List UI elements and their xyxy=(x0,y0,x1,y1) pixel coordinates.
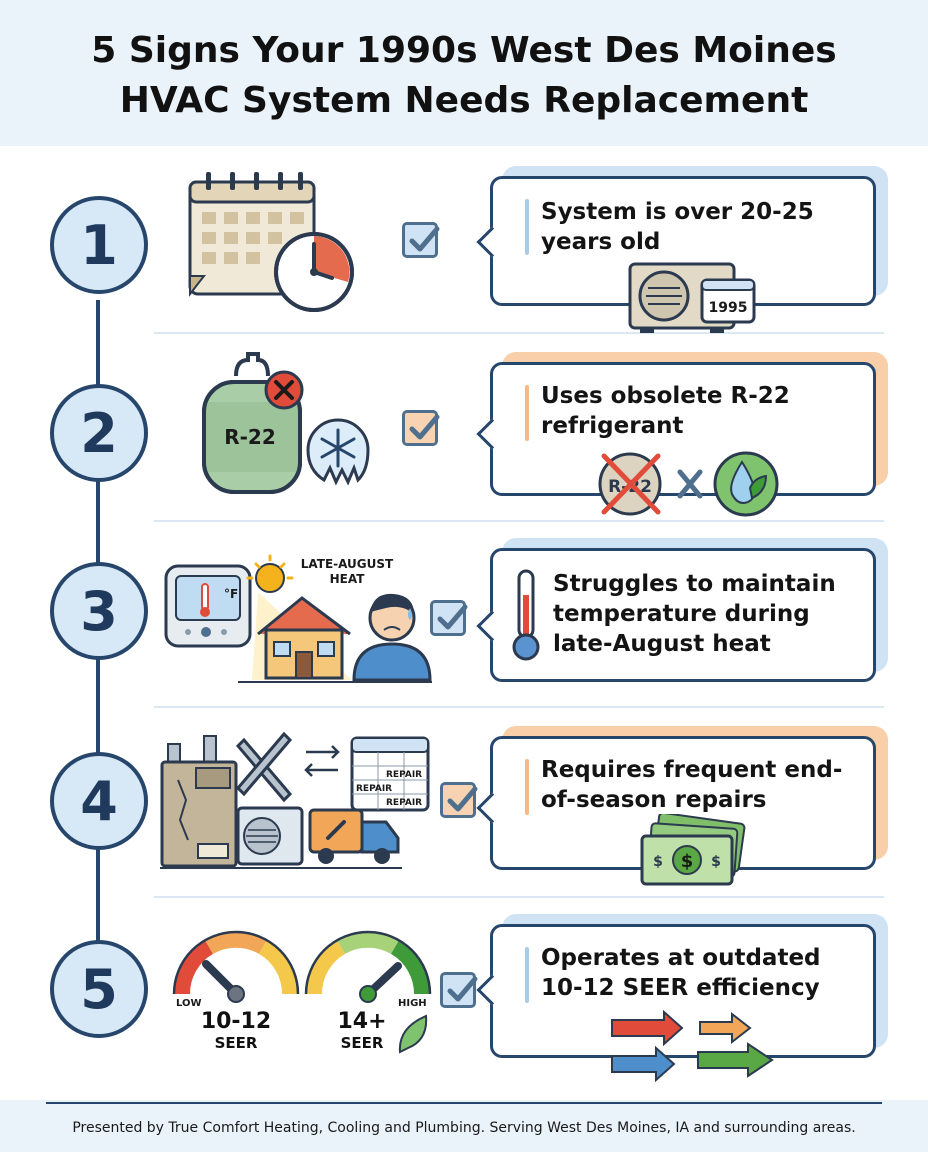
sign-card-3: Struggles to maintain temperature during… xyxy=(476,538,888,682)
r22-tank-icon: R-22 xyxy=(202,352,302,494)
repair-label: REPAIR xyxy=(356,784,392,794)
sign-card-2: Uses obsolete R-22 refrigerant xyxy=(476,352,888,496)
repairs-illustration: REPAIR REPAIR REPAIR xyxy=(160,731,430,869)
money-symbol: $ xyxy=(711,854,721,870)
sign-number-2: 2 xyxy=(50,384,148,482)
eco-water-drop-icon xyxy=(713,451,779,517)
footer-divider xyxy=(46,1102,882,1104)
repair-calendar-icon: REPAIR REPAIR REPAIR xyxy=(350,736,430,812)
checkmark-icon xyxy=(447,786,478,812)
ac-unit-icon xyxy=(236,806,304,866)
thermostat-unit: °F xyxy=(224,587,238,601)
efficiency-arrows-illustration xyxy=(611,1010,774,1082)
heat-house-illustration: °F LATE-AUGUST HEAT xyxy=(164,554,432,683)
heat-label-1: LATE-AUGUST xyxy=(301,557,394,571)
gauge-low-label: LOW xyxy=(176,998,202,1009)
checkmark-icon xyxy=(409,414,440,440)
card-body: Requires frequent end-of-season repairs xyxy=(476,736,876,870)
high-efficiency-gauge-icon: HIGH 14+ SEER xyxy=(304,930,432,1054)
calendar-icon xyxy=(188,172,316,297)
heat-label-2: HEAT xyxy=(330,572,366,586)
repair-label: REPAIR xyxy=(386,798,422,808)
row-separator xyxy=(154,520,884,522)
snowflake-icon xyxy=(306,418,370,486)
leaf-icon xyxy=(398,1014,428,1054)
old-ac-unit-illustration: 1995 xyxy=(628,262,756,333)
card-body: Operates at outdated 10-12 SEER efficien… xyxy=(476,924,876,1058)
old-seer-unit: SEER xyxy=(215,1034,258,1052)
sign-text-4: Requires frequent end-of-season repairs xyxy=(541,757,843,813)
cross-icon xyxy=(677,469,703,499)
row-separator xyxy=(154,332,884,334)
checkbox-checked[interactable] xyxy=(440,782,478,818)
card-tail xyxy=(476,610,508,642)
clock-icon xyxy=(274,232,354,312)
header-band xyxy=(0,0,928,146)
money-symbol: $ xyxy=(681,851,694,872)
sign-card-5: Operates at outdated 10-12 SEER efficien… xyxy=(476,914,888,1058)
footer-credit: Presented by True Comfort Heating, Cooli… xyxy=(72,1120,856,1136)
checkmark-icon xyxy=(447,976,478,1002)
sign-number-5: 5 xyxy=(50,940,148,1038)
sign-number-4: 4 xyxy=(50,752,148,850)
sign-text-1: System is over 20-25 years old xyxy=(541,199,814,255)
money-symbol: $ xyxy=(653,854,663,870)
thermostat-icon: °F xyxy=(164,564,252,648)
checkbox-checked[interactable] xyxy=(402,410,440,446)
sign-text-3: Struggles to maintain temperature during… xyxy=(553,571,836,657)
red-arrow-icon xyxy=(611,1010,684,1047)
sign-number-1: 1 xyxy=(50,196,148,294)
money-icon: $ $ $ xyxy=(640,814,746,886)
new-seer-value: 14+ xyxy=(337,1009,386,1034)
tank-label: R-22 xyxy=(224,425,276,449)
checkbox-checked[interactable] xyxy=(440,972,478,1008)
row-separator xyxy=(154,896,884,898)
cash-stack-illustration: $ $ $ xyxy=(640,814,746,886)
sign-text-2: Uses obsolete R-22 refrigerant xyxy=(541,383,790,439)
sign-number-3: 3 xyxy=(50,562,148,660)
refrigerant-tank-illustration: R-22 xyxy=(202,352,370,494)
title-line-1: 5 Signs Your 1990s West Des Moines xyxy=(91,30,837,71)
repair-label: REPAIR xyxy=(386,770,422,780)
card-accent-bar xyxy=(525,759,529,815)
prohibited-icon xyxy=(264,370,304,410)
calendar-1995-icon: 1995 xyxy=(700,278,756,324)
sign-card-4: Requires frequent end-of-season repairs xyxy=(476,726,888,870)
sun-icon xyxy=(246,554,294,593)
old-furnace-icon xyxy=(160,735,238,868)
low-efficiency-gauge-icon: LOW 10-12 SEER xyxy=(172,930,300,1052)
r22-to-eco-illustration: R-22 xyxy=(598,451,779,517)
house-icon xyxy=(257,596,351,680)
old-seer-value: 10-12 xyxy=(201,1009,271,1034)
sweating-person-icon xyxy=(352,593,432,682)
row-separator xyxy=(154,706,884,708)
checkbox-checked[interactable] xyxy=(402,222,440,258)
calendar-clock-illustration xyxy=(188,172,354,312)
thermometer-icon xyxy=(512,569,540,661)
card-tail xyxy=(476,418,508,450)
card-accent-bar xyxy=(525,199,529,255)
card-accent-bar xyxy=(525,385,529,441)
checkmark-icon xyxy=(409,226,440,252)
card-accent-bar xyxy=(525,947,529,1003)
repair-truck-icon xyxy=(308,808,400,864)
green-arrow-icon xyxy=(697,1042,774,1078)
new-seer-unit: SEER xyxy=(341,1034,384,1052)
footer-band xyxy=(0,1100,928,1152)
year-badge: 1995 xyxy=(709,300,748,316)
blue-arrow-icon xyxy=(611,1045,676,1082)
orange-arrow-icon xyxy=(699,1011,752,1045)
sign-text-5: Operates at outdated 10-12 SEER efficien… xyxy=(541,945,821,1001)
card-tail xyxy=(476,226,508,258)
page-title: 5 Signs Your 1990s West Des Moines HVAC … xyxy=(0,26,928,126)
title-line-2: HVAC System Needs Replacement xyxy=(119,80,809,121)
arrows-icon xyxy=(304,745,340,777)
crossed-r22-icon: R-22 xyxy=(598,452,662,516)
seer-gauges-illustration: LOW 10-12 SEER HIGH 14+ SEER xyxy=(172,930,432,1054)
checkbox-checked[interactable] xyxy=(430,600,468,636)
wrenches-icon xyxy=(235,731,293,803)
checkmark-icon xyxy=(437,604,468,630)
gauge-high-label: HIGH xyxy=(398,998,427,1009)
card-body: Struggles to maintain temperature during… xyxy=(476,548,876,682)
